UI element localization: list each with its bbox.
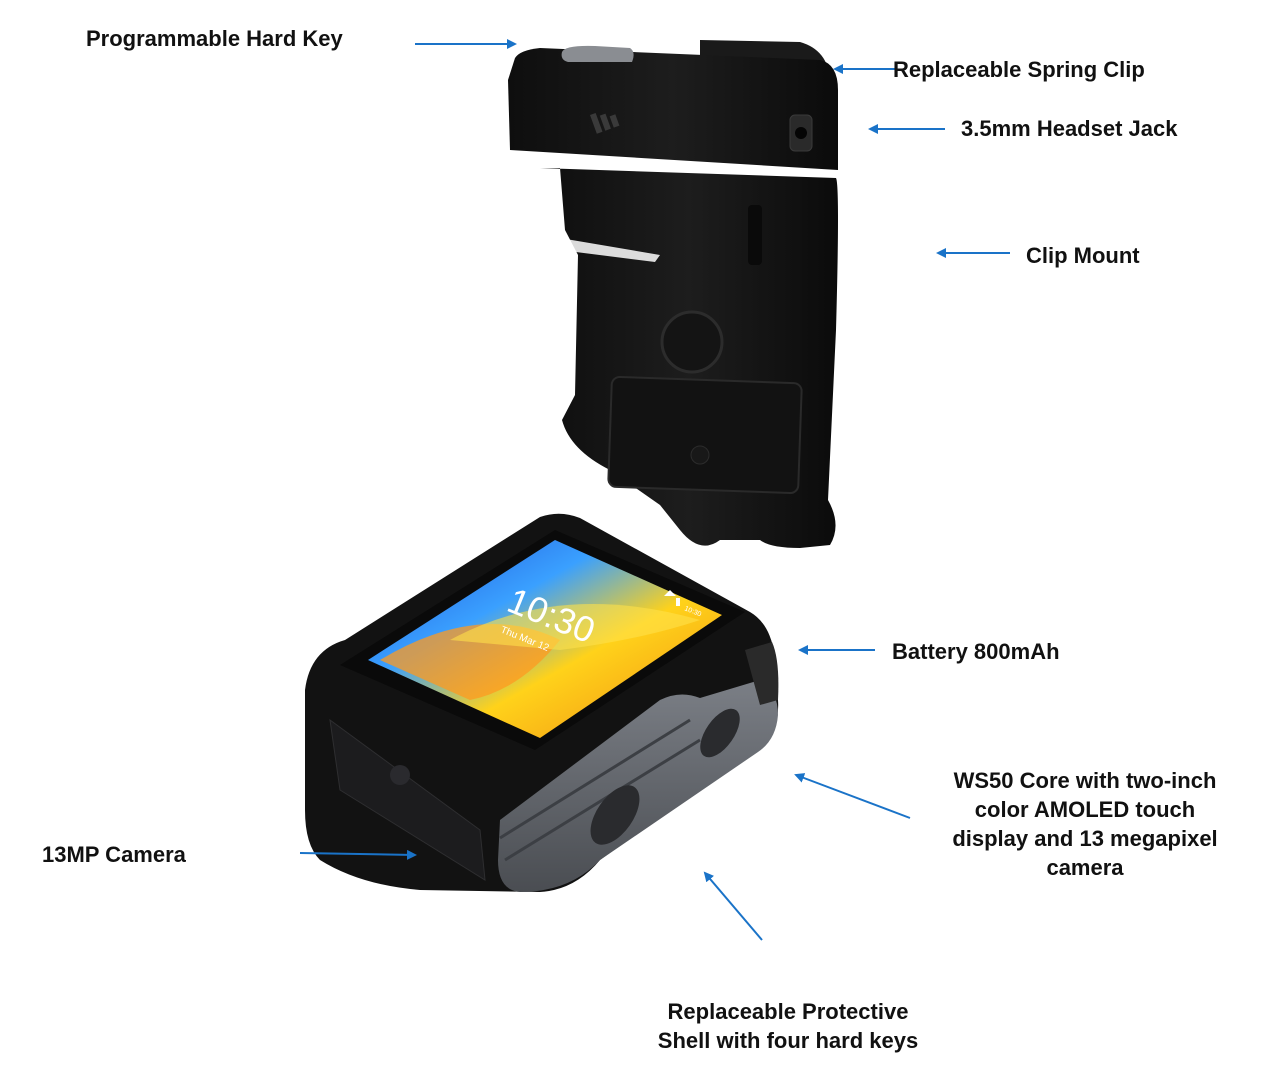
camera-window — [329, 718, 486, 881]
label-clip-mount: Clip Mount — [1026, 243, 1140, 268]
wifi-icon — [664, 590, 676, 596]
arrow-icon — [703, 871, 763, 941]
label-headset-jack: 3.5mm Headset Jack — [961, 116, 1178, 141]
clip-mount-body — [508, 40, 838, 548]
battery-status-icon — [676, 598, 680, 606]
brand-logo-icon — [590, 112, 620, 134]
battery-section — [745, 642, 779, 705]
label-ws50-core-line3: display and 13 megapixel — [952, 826, 1218, 851]
label-programmable-hard-key: Programmable Hard Key — [86, 26, 343, 51]
label-protective-shell-line2: Shell with four hard keys — [657, 1028, 919, 1053]
label-replaceable-spring-clip: Replaceable Spring Clip — [893, 57, 1145, 82]
shell-hard-key — [700, 708, 740, 758]
label-ws50-core: WS50 Core with two-inch color AMOLED tou… — [930, 766, 1240, 882]
label-ws50-core-line4: camera — [1046, 855, 1124, 880]
label-protective-shell: Replaceable Protective Shell with four h… — [633, 997, 943, 1055]
label-ws50-core-line1: WS50 Core with two-inch — [953, 768, 1217, 793]
label-battery: Battery 800mAh — [892, 639, 1060, 664]
arrow-icon — [794, 773, 911, 819]
ws50-core: 10:30 Thu Mar 12 10:30 — [305, 513, 779, 892]
programmable-hard-key — [561, 45, 634, 62]
label-protective-shell-line1: Replaceable Protective — [667, 999, 909, 1024]
shell-hard-key — [590, 785, 640, 845]
label-ws50-core-line2: color AMOLED touch — [974, 797, 1196, 822]
label-camera: 13MP Camera — [42, 842, 186, 867]
arrow-icon — [299, 849, 417, 860]
